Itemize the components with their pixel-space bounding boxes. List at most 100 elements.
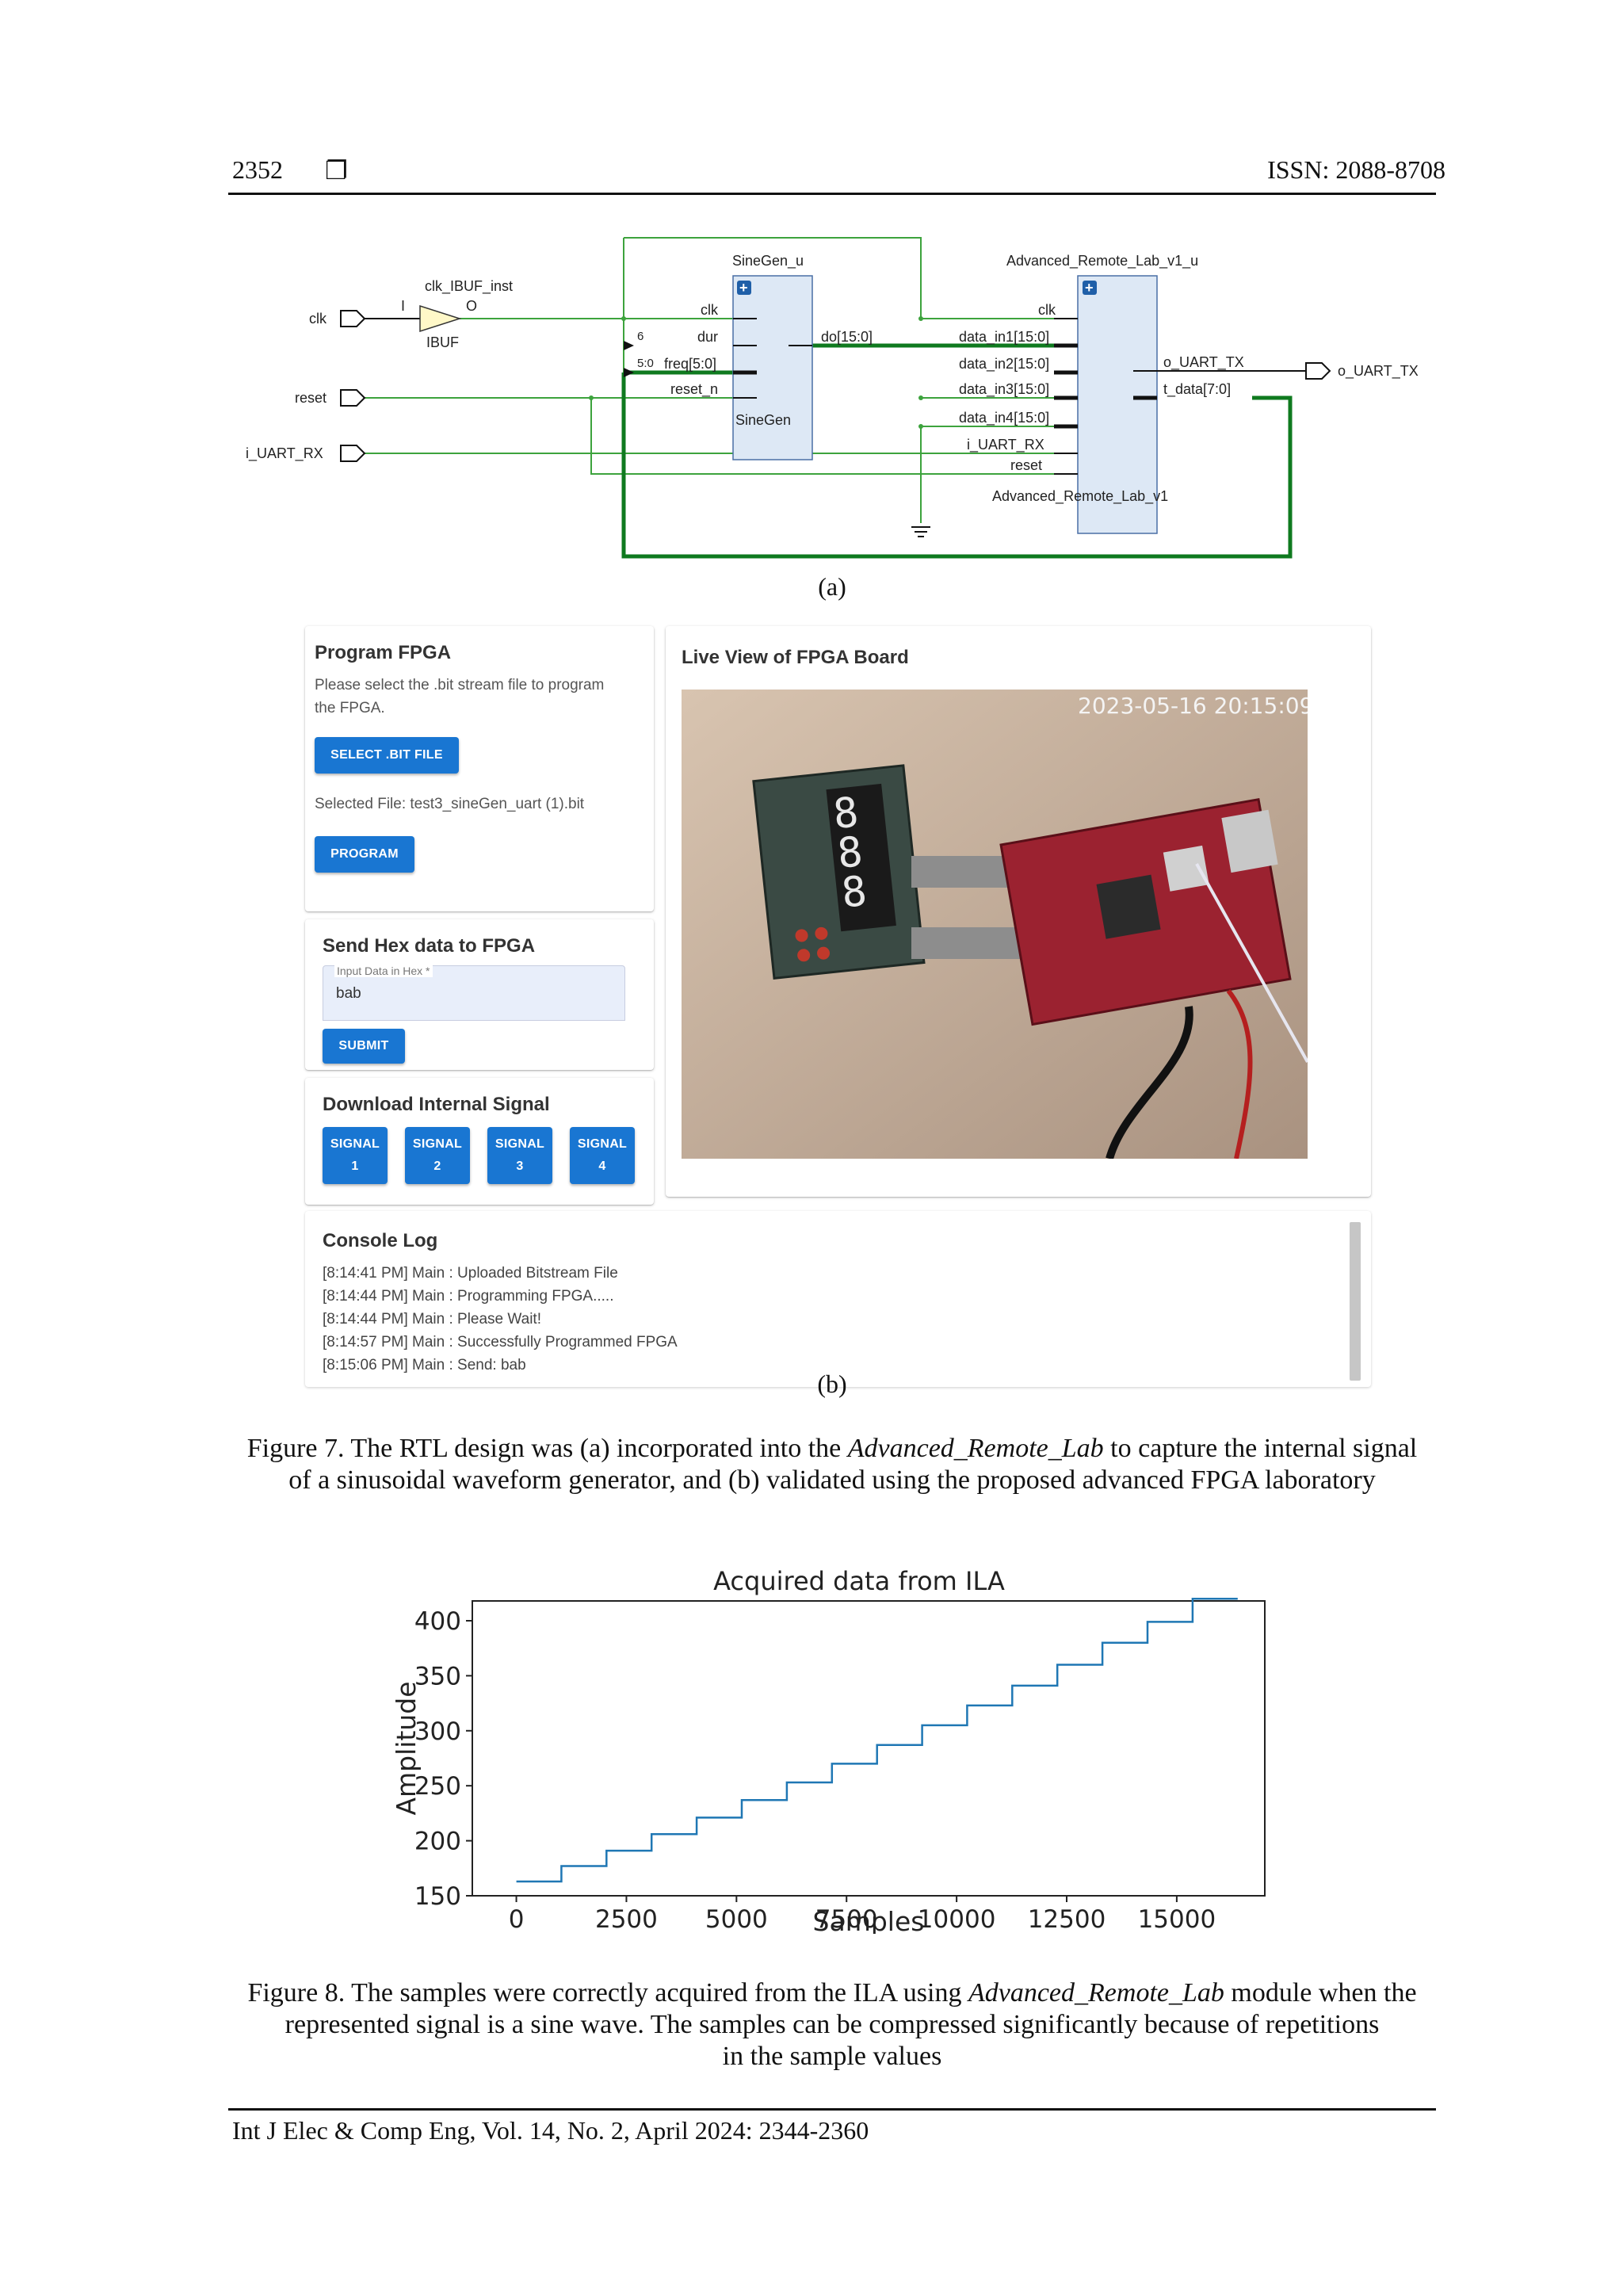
console-line-5: [8:15:06 PM] Main : Send: bab xyxy=(323,1357,526,1373)
sublabel-a: (a) xyxy=(818,572,846,601)
program-fpga-title: Program FPGA xyxy=(315,642,452,663)
program-desc-line2: the FPGA. xyxy=(315,700,385,716)
signal-2-line2: 2 xyxy=(433,1159,441,1173)
console-line-4: [8:14:57 PM] Main : Successfully Program… xyxy=(323,1334,678,1350)
x-tick-label: 5000 xyxy=(705,1905,768,1934)
chart-ylabel: Amplitude xyxy=(391,1681,422,1815)
submit-button[interactable]: SUBMIT xyxy=(323,1029,405,1064)
program-fpga-card: Program FPGA Please select the .bit stre… xyxy=(305,626,654,911)
signal-4-button[interactable]: SIGNAL 4 xyxy=(570,1127,635,1184)
x-tick-label: 0 xyxy=(509,1905,525,1934)
signal-4-line2: 4 xyxy=(598,1159,606,1173)
console-line-1: [8:14:41 PM] Main : Uploaded Bitstream F… xyxy=(323,1265,618,1282)
figure7-caption-prefix: Figure 7. The RTL design was (a) incorpo… xyxy=(246,1434,848,1463)
figure7-caption-italic: Advanced_Remote_Lab xyxy=(847,1434,1104,1463)
selected-file-text: Selected File: test3_sineGen_uart (1).bi… xyxy=(315,796,585,812)
sinegen-pin-dur: dur xyxy=(697,329,718,345)
rtl-schematic: clk reset i_UART_RX clk_IBUF_inst I O IB… xyxy=(246,237,1419,559)
y-tick-label: 300 xyxy=(414,1717,461,1746)
port-uart-tx: o_UART_TX xyxy=(1338,363,1419,380)
sinegen-instance: SineGen_u xyxy=(732,253,804,269)
ila-chart: Acquired data from ILA 15020025030035040… xyxy=(391,1566,1266,1934)
x-tick-label: 2500 xyxy=(595,1905,658,1934)
signal-2-line1: SIGNAL xyxy=(412,1137,463,1151)
sublabel-b: (b) xyxy=(817,1370,847,1398)
footer-rule xyxy=(228,2108,1436,2111)
camera-timestamp: 2023-05-16 20:15:09 xyxy=(1078,693,1308,719)
signal-1-button[interactable]: SIGNAL 1 xyxy=(323,1127,388,1184)
download-signal-title: Download Internal Signal xyxy=(323,1094,550,1115)
signal-3-line1: SIGNAL xyxy=(495,1137,545,1151)
send-hex-card: Send Hex data to FPGA Input Data in Hex … xyxy=(305,919,654,1070)
figure7-caption: Figure 7. The RTL design was (a) incorpo… xyxy=(228,1433,1436,1496)
signal-1-line1: SIGNAL xyxy=(330,1137,380,1151)
y-tick-label: 400 xyxy=(414,1607,461,1636)
signal-4-line1: SIGNAL xyxy=(577,1137,628,1151)
svg-text:+: + xyxy=(739,280,748,296)
page-number: 2352 xyxy=(232,155,283,184)
svg-text:8: 8 xyxy=(831,789,861,839)
arl-pin-data-in3: data_in3[15:0] xyxy=(959,381,1049,398)
x-tick-label: 15000 xyxy=(1138,1905,1216,1934)
hex-input-value[interactable]: bab xyxy=(336,985,361,1002)
ibuf-type: IBUF xyxy=(426,334,459,350)
figure7-caption-suffix: to capture the internal signal xyxy=(1103,1434,1418,1463)
arl-out-tdata: t_data[7:0] xyxy=(1163,381,1231,398)
footer-journal: Int J Elec & Comp Eng, Vol. 14, No. 2, A… xyxy=(232,2116,869,2145)
arl-pin-data-in4: data_in4[15:0] xyxy=(959,410,1049,426)
signal-2-button[interactable]: SIGNAL 2 xyxy=(405,1127,470,1184)
program-desc-line1: Please select the .bit stream file to pr… xyxy=(315,677,605,693)
console-line-2: [8:14:44 PM] Main : Programming FPGA....… xyxy=(323,1288,614,1305)
header-rule xyxy=(228,193,1436,195)
arl-pin-clk: clk xyxy=(1038,302,1056,318)
x-tick-label: 7500 xyxy=(815,1905,878,1934)
arl-pin-data-in1: data_in1[15:0] xyxy=(959,329,1049,346)
arl-pin-reset: reset xyxy=(1010,457,1042,473)
amplitude-series-line xyxy=(516,1597,1238,1883)
port-uart-rx: i_UART_RX xyxy=(246,445,323,462)
hex-input-field[interactable]: Input Data in Hex * bab xyxy=(323,965,625,1021)
sinegen-pin-freq: freq[5:0] xyxy=(664,356,716,372)
signal-3-line2: 3 xyxy=(516,1159,524,1173)
download-signal-card: Download Internal Signal SIGNAL 1 SIGNAL… xyxy=(305,1078,654,1205)
plot-frame xyxy=(472,1600,1266,1897)
arl-out-uart-tx: o_UART_TX xyxy=(1163,354,1244,371)
arl-type: Advanced_Remote_Lab_v1 xyxy=(992,488,1168,505)
hex-input-label: Input Data in Hex * xyxy=(334,965,433,977)
live-view-card: Live View of FPGA Board 8 8 8 xyxy=(666,626,1371,1197)
ibuf-in: I xyxy=(401,298,405,314)
chart-title: Acquired data from ILA xyxy=(713,1566,1005,1596)
const-dur: 6 xyxy=(637,330,643,343)
ibuf-instance: clk_IBUF_inst xyxy=(425,278,513,295)
fpga-board-camera-feed: 8 8 8 2023-05-16 20:15:09 xyxy=(682,690,1308,1159)
signal-3-button[interactable]: SIGNAL 3 xyxy=(487,1127,552,1184)
y-tick-label: 200 xyxy=(414,1828,461,1856)
sinegen-pin-clk: clk xyxy=(701,302,719,318)
const-freq: 5:0 xyxy=(637,357,654,370)
port-reset: reset xyxy=(295,390,327,406)
chart-xlabel: Samples xyxy=(813,1906,925,1934)
select-bit-file-button[interactable]: SELECT .BIT FILE xyxy=(315,737,459,774)
live-view-title: Live View of FPGA Board xyxy=(682,647,909,668)
arl-block xyxy=(1077,275,1158,534)
signal-1-line2: 1 xyxy=(351,1159,359,1173)
console-line-3: [8:14:44 PM] Main : Please Wait! xyxy=(323,1311,541,1328)
program-button[interactable]: PROGRAM xyxy=(315,836,414,873)
y-tick-label: 150 xyxy=(414,1882,461,1911)
svg-text:8: 8 xyxy=(835,828,865,878)
figure8-caption-prefix: Figure 8. The samples were correctly acq… xyxy=(247,1978,968,2008)
sinegen-type: SineGen xyxy=(735,412,791,428)
figure8-caption-italic: Advanced_Remote_Lab xyxy=(968,1978,1224,2008)
remote-lab-ui: Program FPGA Please select the .bit stre… xyxy=(305,626,1371,1387)
send-hex-title: Send Hex data to FPGA xyxy=(323,935,536,957)
console-scrollbar[interactable] xyxy=(1350,1222,1361,1381)
arl-instance: Advanced_Remote_Lab_v1_u xyxy=(1006,253,1198,269)
arl-pin-uart-rx: i_UART_RX xyxy=(967,437,1044,453)
console-log-title: Console Log xyxy=(323,1230,438,1251)
console-log-card: Console Log [8:14:41 PM] Main : Uploaded… xyxy=(305,1211,1371,1387)
y-tick-label: 350 xyxy=(414,1662,461,1690)
figure8-caption-suffix: module when the xyxy=(1224,1978,1417,2008)
issn: ISSN: 2088-8708 xyxy=(1267,155,1445,184)
figure8-caption-line3: in the sample values xyxy=(722,2042,942,2071)
header-square-icon: ❐ xyxy=(325,155,348,185)
